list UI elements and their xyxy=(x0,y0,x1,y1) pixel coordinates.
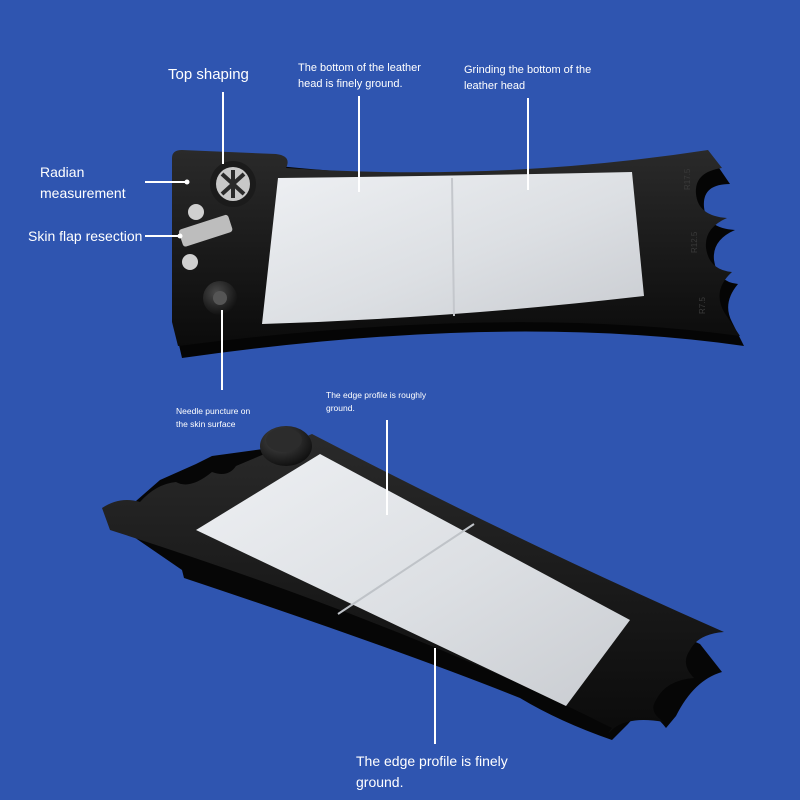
notch-marking: R17.5 xyxy=(683,168,692,190)
bottom-knob-top xyxy=(266,428,302,452)
leader-line-skin-flap xyxy=(145,235,180,237)
bottom-pad-seam xyxy=(337,523,475,615)
bottom-tool xyxy=(102,426,724,740)
leader-line-needle xyxy=(221,310,223,390)
top-pad-seam xyxy=(451,177,455,317)
leader-line-edge-rough xyxy=(386,420,388,515)
leader-dot xyxy=(184,179,190,185)
skin-flap-blade xyxy=(178,214,233,247)
leader-line-bottom-finely-ground xyxy=(358,96,360,192)
shaping-wheel-star xyxy=(220,170,246,198)
label-radian-measurement: Radian measurement xyxy=(40,164,126,201)
leader-line-top-shaping xyxy=(222,92,224,164)
label-skin-flap-resection: Skin flap resection xyxy=(28,228,143,244)
bottom-abrasive-pad xyxy=(196,454,630,706)
label-needle-puncture: Needle puncture on the skin surface xyxy=(176,406,251,429)
top-tool: R17.5 R12.5 R7.5 xyxy=(172,150,744,358)
label-top-shaping: Top shaping xyxy=(168,66,249,83)
leader-line-radian xyxy=(145,181,187,183)
label-edge-roughly-ground: The edge profile is roughly ground. xyxy=(326,390,427,413)
clamp-screw-bottom xyxy=(182,254,198,270)
leader-line-edge-fine xyxy=(434,648,436,744)
notch-marking: R12.5 xyxy=(690,231,699,253)
leader-dot xyxy=(177,233,183,239)
notch-marking: R7.5 xyxy=(698,297,707,314)
leader-line-grinding-bottom xyxy=(527,98,529,190)
label-edge-finely-ground: The edge profile is finely ground. xyxy=(356,753,508,790)
needle-wheel-center xyxy=(213,291,227,305)
label-bottom-finely-ground: The bottom of the leather head is finely… xyxy=(298,62,421,90)
clamp-screw-top xyxy=(188,204,204,220)
label-grinding-bottom: Grinding the bottom of the leather head xyxy=(464,64,592,92)
